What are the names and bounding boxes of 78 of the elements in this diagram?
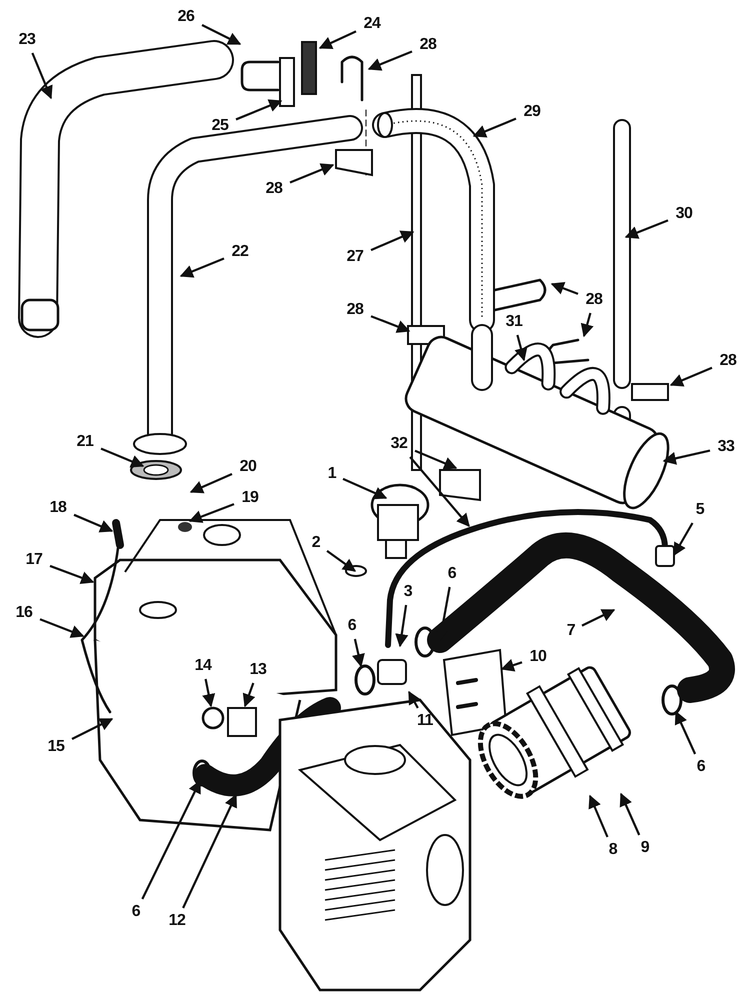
callout-number: 7 <box>564 622 578 640</box>
callout-number: 28 <box>262 180 286 198</box>
leader-arrow <box>673 522 694 556</box>
leader-arrow <box>236 99 282 120</box>
callout-number: 20 <box>236 458 260 476</box>
callout-number: 19 <box>238 489 262 507</box>
leader-arrow <box>326 550 356 572</box>
leader-arrow <box>550 282 578 295</box>
leader-arrow <box>370 315 410 333</box>
leader-arrow <box>582 609 616 627</box>
leader-arrow <box>40 618 84 638</box>
leader-arrow <box>408 690 421 709</box>
leader-arrow <box>318 30 356 50</box>
callout-number: 28 <box>343 301 367 319</box>
callout-number: 32 <box>387 435 411 453</box>
leader-arrow <box>670 366 712 386</box>
leader-arrow <box>580 312 594 338</box>
leader-arrow <box>368 50 412 71</box>
callout-number: 22 <box>228 243 252 261</box>
leader-arrow <box>190 473 232 494</box>
callout-number: 10 <box>526 648 550 666</box>
leader-arrow <box>202 24 242 45</box>
callout-number: 18 <box>46 499 70 517</box>
callout-number: 2 <box>309 534 323 552</box>
callout-number: 13 <box>246 661 270 679</box>
leader-arrow <box>620 792 640 836</box>
callout-number: 27 <box>343 248 367 266</box>
callout-number: 33 <box>714 438 738 456</box>
leader-arrow <box>31 52 53 100</box>
callout-number: 31 <box>502 313 526 331</box>
leader-arrow <box>72 718 114 740</box>
callout-number: 24 <box>360 15 384 33</box>
leader-arrow <box>100 448 144 468</box>
leader-arrow <box>662 450 710 465</box>
leader-arrow <box>74 514 114 532</box>
callout-number: 11 <box>413 712 437 730</box>
callout-number: 5 <box>693 501 707 519</box>
callout-number: 9 <box>638 839 652 857</box>
callout-number: 6 <box>345 617 359 635</box>
leader-arrow <box>514 334 528 362</box>
leader-arrow <box>624 219 668 239</box>
callout-number: 23 <box>15 31 39 49</box>
callout-number: 1 <box>325 465 339 483</box>
leader-arrow <box>182 794 237 908</box>
leader-arrow <box>242 682 256 708</box>
leader-arrow <box>409 456 470 527</box>
leader-arrow <box>202 678 216 708</box>
callout-number: 30 <box>672 205 696 223</box>
callout-number: 3 <box>401 583 415 601</box>
leader-arrow <box>472 118 516 138</box>
leader-arrow <box>50 564 94 584</box>
leader-arrow <box>370 230 414 252</box>
leader-arrow <box>290 163 334 184</box>
callout-number: 29 <box>520 103 544 121</box>
callout-number: 28 <box>716 352 740 370</box>
callout-number: 21 <box>73 433 97 451</box>
callout-number: 6 <box>694 758 708 776</box>
callout-number: 6 <box>445 565 459 583</box>
leader-arrow <box>395 604 408 648</box>
callout-number: 12 <box>165 912 189 930</box>
callout-number: 17 <box>22 551 46 569</box>
callout-number: 28 <box>416 36 440 54</box>
leader-arrow <box>352 638 365 668</box>
callout-number: 25 <box>208 117 232 135</box>
callout-number: 15 <box>44 738 68 756</box>
leader-arrow <box>500 658 522 672</box>
leader-arrow <box>588 794 608 838</box>
leader-arrow <box>180 258 224 278</box>
callout-number: 16 <box>12 604 36 622</box>
callout-number: 8 <box>606 841 620 859</box>
callout-number: 28 <box>582 291 606 309</box>
leader-arrow <box>674 710 696 754</box>
leader-arrow <box>188 503 234 523</box>
leader-arrow <box>342 478 388 500</box>
leader-arrow <box>414 450 458 470</box>
callout-number: 14 <box>191 657 215 675</box>
callout-number: 26 <box>174 8 198 26</box>
callout-number: 6 <box>129 903 143 921</box>
